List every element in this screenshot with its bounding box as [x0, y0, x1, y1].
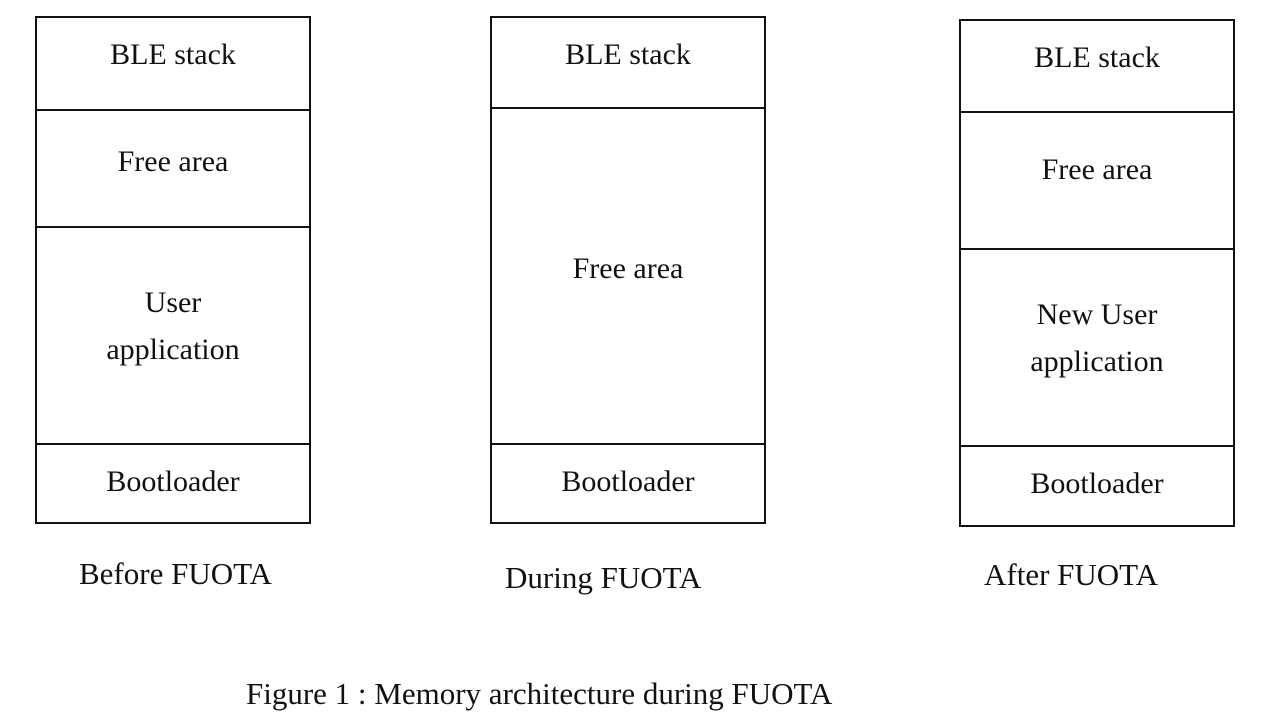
block-label: Free area: [1041, 153, 1153, 186]
block-free-area: Free area: [37, 109, 309, 226]
block-ble-stack: BLE stack: [961, 21, 1233, 111]
block-label: Bootloader: [561, 465, 695, 498]
caption-before-fuota: Before FUOTA: [79, 556, 272, 591]
memory-map-after-fuota: BLE stack Free area New User application…: [959, 19, 1235, 527]
memory-map-before-fuota: BLE stack Free area User application Boo…: [35, 16, 311, 524]
block-label: BLE stack: [110, 38, 236, 71]
block-bootloader: Bootloader: [492, 443, 764, 522]
caption-during-fuota: During FUOTA: [505, 560, 702, 595]
block-ble-stack: BLE stack: [37, 18, 309, 109]
block-new-user-application: New User application: [961, 248, 1233, 445]
block-free-area: Free area: [492, 107, 764, 443]
block-free-area: Free area: [961, 111, 1233, 248]
block-label: Free area: [572, 252, 684, 285]
figure-caption: Figure 1 : Memory architecture during FU…: [246, 676, 833, 711]
block-label: BLE stack: [565, 38, 691, 71]
block-label: User application: [106, 286, 240, 366]
block-ble-stack: BLE stack: [492, 18, 764, 107]
block-label: BLE stack: [1034, 41, 1160, 74]
block-label: New User application: [1030, 298, 1164, 378]
block-label: Bootloader: [106, 465, 240, 498]
caption-after-fuota: After FUOTA: [984, 557, 1159, 592]
block-label: Free area: [117, 145, 229, 178]
block-label: Bootloader: [1030, 467, 1164, 500]
block-bootloader: Bootloader: [961, 445, 1233, 525]
memory-map-during-fuota: BLE stack Free area Bootloader: [490, 16, 766, 524]
block-user-application: User application: [37, 226, 309, 443]
block-bootloader: Bootloader: [37, 443, 309, 522]
